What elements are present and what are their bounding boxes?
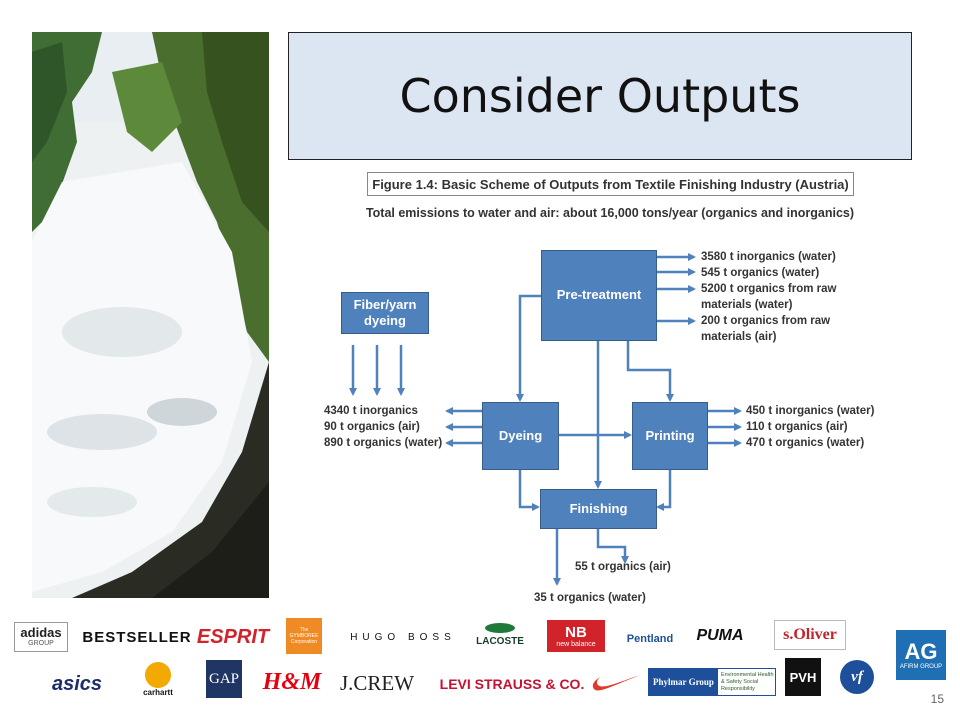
gap-logo: GAP bbox=[206, 660, 242, 698]
finishing-out-air bbox=[596, 529, 629, 564]
node-fiber-label: Fiber/yarn dyeing bbox=[353, 296, 417, 328]
pretreat-output-2: 545 t organics (water) bbox=[701, 267, 820, 279]
node-printing-label: Printing bbox=[645, 427, 695, 443]
printing-output-3: 470 t organics (water) bbox=[746, 437, 865, 449]
node-dyeing: Dyeing bbox=[482, 402, 559, 470]
hm-logo: H&M bbox=[262, 668, 322, 695]
afirm-group-logo: AG AFIRM GROUP bbox=[896, 630, 946, 680]
slide-title: Consider Outputs bbox=[399, 69, 801, 123]
node-fiber-yarn-dyeing: Fiber/yarn dyeing bbox=[341, 292, 429, 334]
pretreat-output-1: 3580 t inorganics (water) bbox=[701, 251, 836, 263]
asics-logo: asics bbox=[51, 672, 103, 695]
nike-swoosh-icon bbox=[592, 670, 642, 696]
printing-output-2: 110 t organics (air) bbox=[746, 421, 848, 433]
puma-logo: PUMA bbox=[696, 627, 744, 644]
vf-logo: vf bbox=[840, 660, 874, 694]
pretreat-output-3: 5200 t organics from raw bbox=[701, 283, 837, 295]
soliver-logo: s.Oliver bbox=[774, 620, 846, 650]
pentland-logo: Pentland bbox=[626, 633, 674, 645]
bestseller-logo: BESTSELLER bbox=[82, 628, 192, 646]
new-balance-logo: NB new balance bbox=[547, 620, 605, 652]
printing-to-finishing bbox=[656, 470, 672, 511]
jcrew-logo: J.CREW bbox=[339, 670, 415, 695]
pretreat-output-5: 200 t organics from raw bbox=[701, 315, 831, 327]
foamy-river-photo bbox=[32, 32, 269, 598]
pretreat-output-6: materials (air) bbox=[701, 331, 777, 343]
crocodile-icon bbox=[485, 623, 515, 633]
dyeing-output-2: 90 t organics (air) bbox=[324, 421, 420, 433]
figure-subtitle: Total emissions to water and air: about … bbox=[365, 206, 855, 220]
pretreat-to-printing bbox=[626, 341, 674, 402]
node-pre-treatment: Pre-treatment bbox=[541, 250, 657, 341]
page-number: 15 bbox=[930, 692, 944, 706]
pretreat-output-4: materials (water) bbox=[701, 299, 793, 311]
dyeing-output-3: 890 t organics (water) bbox=[324, 437, 443, 449]
pretreat-to-dyeing bbox=[516, 294, 541, 402]
carhartt-c-icon bbox=[145, 661, 171, 688]
levi-strauss-logo: LEVI STRAUSS & CO. bbox=[439, 676, 585, 692]
node-pretreatment-label: Pre-treatment bbox=[556, 287, 642, 303]
carhartt-logo: carhartt bbox=[140, 658, 176, 700]
phylmar-group-logo: Phylmar Group Environmental Health & Saf… bbox=[648, 668, 776, 696]
pvh-logo: PVH bbox=[785, 658, 821, 696]
figure-caption: Figure 1.4: Basic Scheme of Outputs from… bbox=[367, 172, 854, 196]
lacoste-logo: LACOSTE bbox=[472, 618, 528, 652]
node-printing: Printing bbox=[632, 402, 708, 470]
finishing-output-air: 55 t organics (air) bbox=[575, 561, 671, 573]
node-finishing-label: Finishing bbox=[569, 500, 628, 516]
finishing-output-water: 35 t organics (water) bbox=[534, 592, 646, 604]
slide-title-box: Consider Outputs bbox=[288, 32, 912, 160]
dyeing-output-1: 4340 t inorganics bbox=[324, 405, 418, 417]
brand-logo-strip: adidas GROUP BESTSELLER ESPRIT The GYMBO… bbox=[0, 610, 960, 720]
printing-output-1: 450 t inorganics (water) bbox=[746, 405, 875, 417]
gymboree-logo: The GYMBOREE Corporation bbox=[286, 618, 322, 654]
adidas-logo: adidas GROUP bbox=[14, 622, 68, 652]
node-dyeing-label: Dyeing bbox=[498, 427, 543, 443]
hugo-boss-logo: HUGO BOSS bbox=[350, 631, 456, 643]
esprit-logo: ESPRIT bbox=[196, 625, 270, 648]
node-finishing: Finishing bbox=[540, 489, 657, 529]
dyeing-to-finishing bbox=[518, 470, 540, 511]
